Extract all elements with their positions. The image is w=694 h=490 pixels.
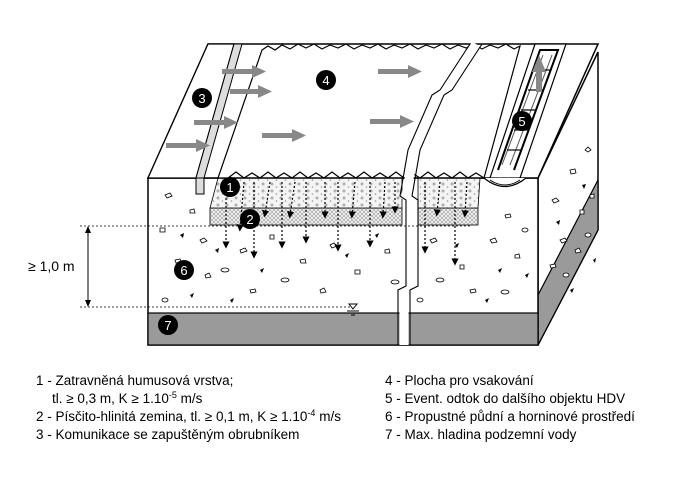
flow-arrow <box>230 85 272 98</box>
legend-item-5: 5 - Event. odtok do dalšího objektu HDV <box>385 391 626 406</box>
legend-item-1-line1: 1 - Zatravněná humusová vrstva; <box>36 373 234 388</box>
marker-1: 1 <box>220 177 240 197</box>
flow-arrow <box>222 65 266 78</box>
depth-label: ≥ 1,0 m <box>28 258 75 274</box>
surface-flow-arrows <box>166 55 546 152</box>
infiltration-diagram: ≥ 1,0 m 1 2 3 4 5 6 7 <box>28 41 600 346</box>
legend-item-1-line2: tl. ≥ 0,3 m, K ≥ 1.10-5 m/s <box>52 390 203 407</box>
outflow-arrow <box>532 55 546 92</box>
groundwater-symbol <box>347 303 359 316</box>
legend-item-4: 4 - Plocha pro vsakování <box>385 373 534 388</box>
legend-item-3: 3 - Komunikace se zapuštěným obrubníkem <box>36 427 300 442</box>
legend-item-6: 6 - Propustné půdní a horninové prostřed… <box>385 409 635 424</box>
flow-arrow <box>194 116 238 129</box>
legend-right: 4 - Plocha pro vsakování 5 - Event. odto… <box>385 372 635 444</box>
marker-2: 2 <box>240 209 260 229</box>
svg-text:3: 3 <box>198 91 205 106</box>
marker-4: 4 <box>316 70 336 90</box>
legend-item-1: 1 - Zatravněná humusová vrstva; tl. ≥ 0,… <box>36 372 341 408</box>
marker-6: 6 <box>174 260 194 280</box>
soil-layer-1 <box>209 177 481 209</box>
flow-arrow <box>378 65 422 78</box>
block-right-face <box>537 51 599 346</box>
marker-3: 3 <box>192 88 212 108</box>
block-front-face <box>147 177 539 346</box>
svg-text:1: 1 <box>226 180 233 195</box>
depth-dimension: ≥ 1,0 m <box>28 225 470 308</box>
flow-arrow <box>166 139 210 152</box>
flow-arrow <box>262 129 306 142</box>
infiltration-arrows <box>222 181 469 266</box>
svg-text:5: 5 <box>518 114 525 129</box>
marker-7: 7 <box>158 315 178 335</box>
marker-5: 5 <box>512 111 532 131</box>
infiltration-area <box>217 43 521 179</box>
svg-text:4: 4 <box>322 73 329 88</box>
break-lines <box>397 41 483 345</box>
legend-item-7: 7 - Max. hladina podzemní vody <box>385 427 577 442</box>
svg-text:7: 7 <box>164 318 171 333</box>
svg-text:6: 6 <box>180 263 187 278</box>
legend-item-2: 2 - Písčito-hlinitá zemina, tl. ≥ 0,1 m,… <box>36 408 341 425</box>
flow-arrow <box>370 115 414 128</box>
svg-text:2: 2 <box>246 212 253 227</box>
legend-left: 1 - Zatravněná humusová vrstva; tl. ≥ 0,… <box>36 372 341 444</box>
